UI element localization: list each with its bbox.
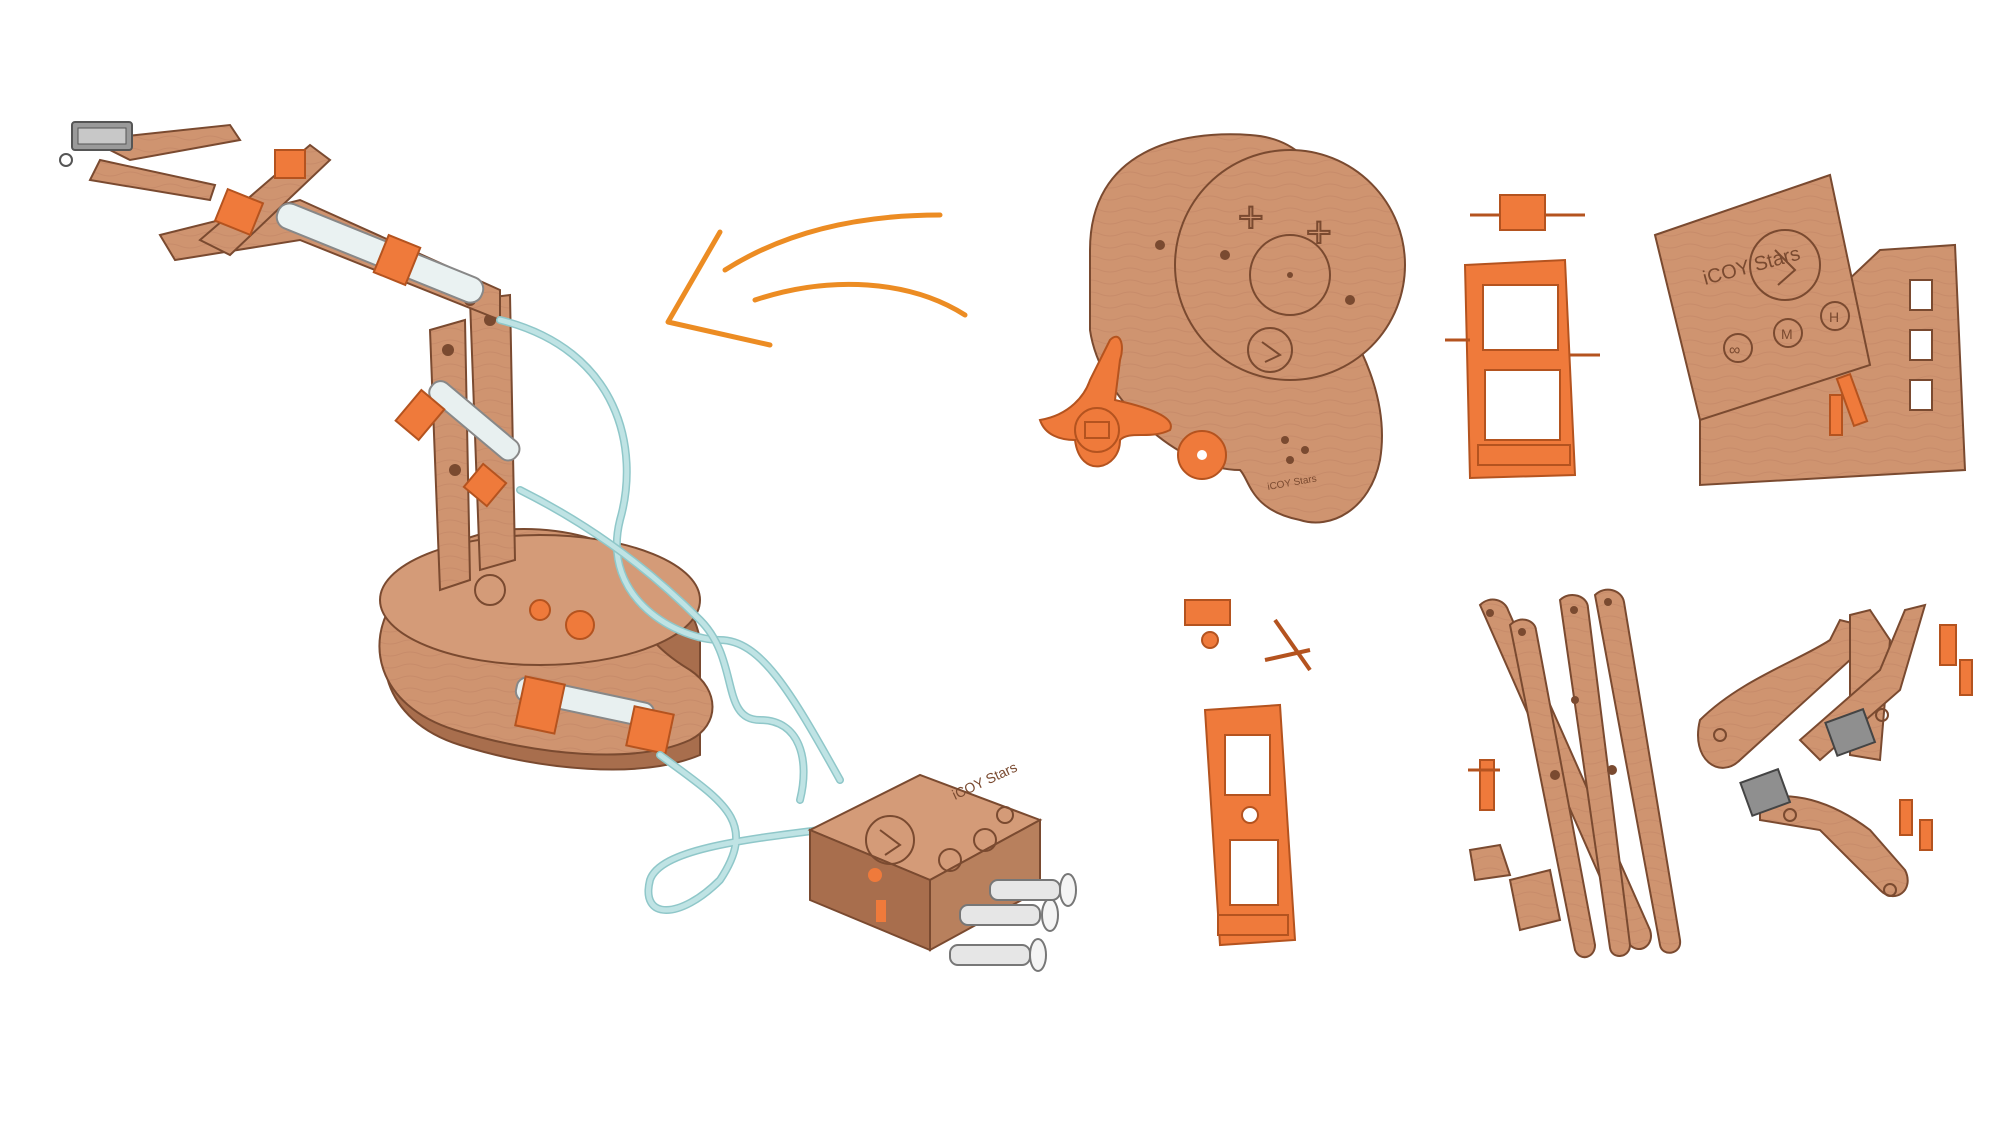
hydraulic-hoses [496,316,844,914]
disc-plus-2: + [1306,208,1332,257]
assembled-robotic-arm: iCOY Stars [59,121,1077,972]
part-base-discs: + + iCOY Stars [1038,133,1406,524]
parts-sheets: + + iCOY Stars [1038,133,1973,959]
control-box-brand: iCOY Stars [950,759,1020,803]
disc-plus-1: + [1238,193,1264,242]
control-box: iCOY Stars [807,759,1077,972]
arm-boom [158,143,501,322]
direction-arrow-icon [665,212,968,348]
base-syringe [514,675,675,755]
part-arm-beams [1468,588,1682,959]
panel-control-m: M [1781,326,1793,342]
gripper-claw [59,121,242,202]
part-syringe-holder [1184,599,1312,947]
part-control-panels: iCOY Stars ∞ M H [1653,173,1967,487]
panel-control-h: H [1829,309,1839,325]
mid-syringe [394,380,521,508]
part-slider-frame [1445,194,1600,480]
part-gripper-jaws [1697,603,1973,897]
panel-control-infinity: ∞ [1729,342,1740,359]
